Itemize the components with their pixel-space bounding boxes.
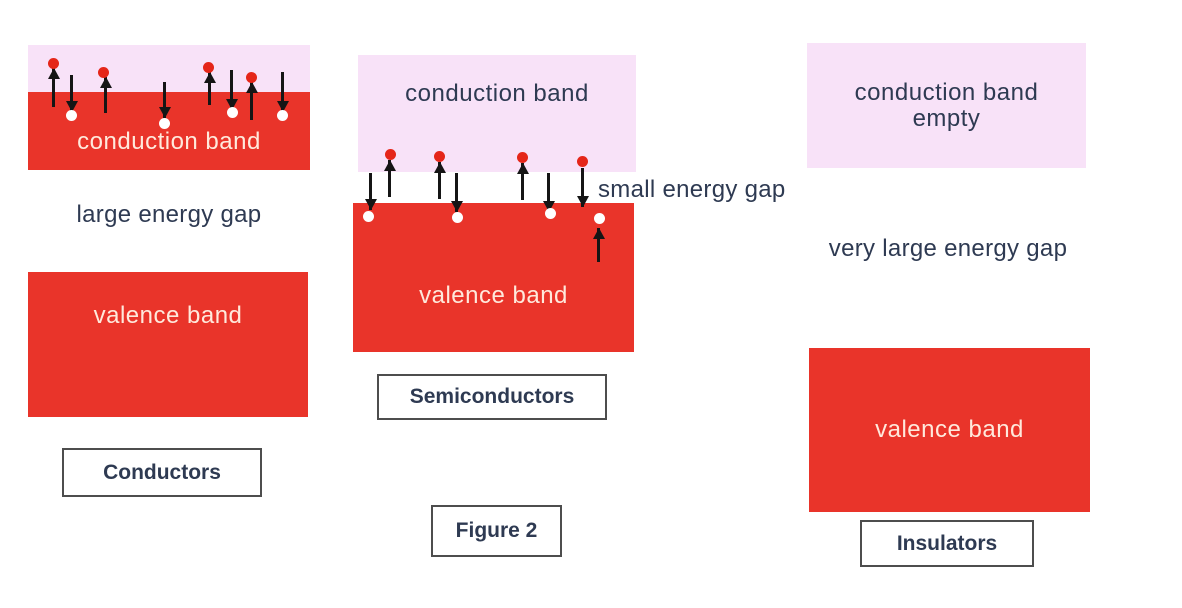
conductors-title-box: Conductors xyxy=(62,448,262,497)
hole-dot xyxy=(227,107,238,118)
electron-fall-down-arrow xyxy=(281,72,284,112)
semiconductors-conduction-band xyxy=(358,55,636,172)
electron-fall-down-arrow xyxy=(581,168,584,207)
insulators-conduction-band-label-line2: empty xyxy=(912,104,981,132)
electron-fall-down-arrow xyxy=(163,82,166,118)
conductors-conduction-band-top xyxy=(28,45,310,92)
hole-dot xyxy=(545,208,556,219)
electron-jump-up-arrow xyxy=(52,68,55,107)
conductors-title-label: Conductors xyxy=(103,460,221,484)
figure-caption-label: Figure 2 xyxy=(455,519,538,542)
hole-dot xyxy=(277,110,288,121)
hole-dot xyxy=(594,213,605,224)
semiconductors-valence-band-label: valence band xyxy=(419,282,568,309)
electron-dot xyxy=(98,67,109,78)
semiconductors-valence-band xyxy=(353,203,634,352)
conductors-valence-band xyxy=(28,272,308,417)
conductors-valence-band-label: valence band xyxy=(93,302,243,329)
electron-jump-up-arrow xyxy=(438,162,441,199)
electron-dot xyxy=(385,149,396,160)
semiconductors-conduction-band-label: conduction band xyxy=(405,80,589,107)
electron-jump-up-arrow xyxy=(388,160,391,197)
electron-fall-down-arrow xyxy=(547,173,550,212)
insulators-title-label: Insulators xyxy=(896,531,998,555)
electron-dot xyxy=(203,62,214,73)
semiconductors-title-label: Semiconductors xyxy=(409,385,575,408)
electron-jump-up-arrow xyxy=(250,82,253,120)
hole-dot xyxy=(66,110,77,121)
electron-jump-up-arrow xyxy=(597,228,600,262)
conductors-conduction-band-label: conduction band xyxy=(77,128,261,155)
electron-fall-down-arrow xyxy=(70,75,73,112)
conductors-gap-label: large energy gap xyxy=(76,201,262,228)
hole-dot xyxy=(159,118,170,129)
electron-jump-up-arrow xyxy=(208,72,211,105)
insulators-gap-label: very large energy gap xyxy=(828,235,1068,262)
electron-dot xyxy=(246,72,257,83)
electron-dot xyxy=(577,156,588,167)
figure-caption-box: Figure 2 xyxy=(431,505,562,557)
electron-fall-down-arrow xyxy=(369,173,372,210)
insulators-title-box: Insulators xyxy=(860,520,1034,567)
semiconductors-gap-label: small energy gap xyxy=(598,176,786,203)
electron-dot xyxy=(434,151,445,162)
hole-dot xyxy=(363,211,374,222)
electron-fall-down-arrow xyxy=(455,173,458,212)
insulators-valence-band-label: valence band xyxy=(875,416,1024,443)
insulators-conduction-band-label-line1: conduction band xyxy=(854,78,1039,106)
insulators-valence-band: valence band xyxy=(809,348,1090,512)
electron-fall-down-arrow xyxy=(230,70,233,110)
hole-dot xyxy=(452,212,463,223)
electron-dot xyxy=(48,58,59,69)
semiconductors-title-box: Semiconductors xyxy=(377,374,607,420)
insulators-conduction-band: conduction band empty xyxy=(807,43,1086,168)
electron-jump-up-arrow xyxy=(521,163,524,200)
electron-jump-up-arrow xyxy=(104,77,107,113)
electron-dot xyxy=(517,152,528,163)
